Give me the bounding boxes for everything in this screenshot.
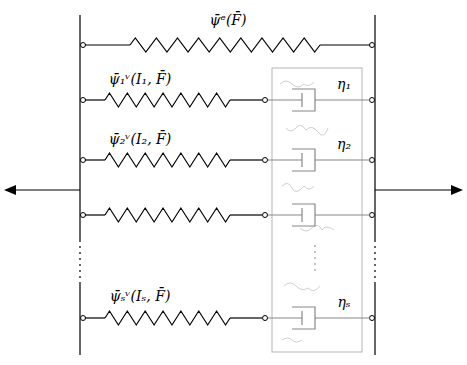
piston-rod bbox=[268, 214, 302, 215]
right-bar-dots bbox=[374, 240, 375, 282]
elastic-spring bbox=[130, 38, 320, 52]
spring-lead bbox=[230, 214, 262, 215]
viscosity-label: η₂ bbox=[337, 136, 351, 153]
viscous-spring bbox=[105, 93, 230, 107]
joint bbox=[263, 213, 268, 218]
viscosity-label: η₁ bbox=[337, 76, 351, 93]
piston-rod bbox=[268, 99, 302, 100]
spring-lead bbox=[320, 44, 370, 45]
viscous-spring bbox=[105, 208, 230, 222]
joint bbox=[263, 316, 268, 321]
dashpot-lead bbox=[315, 317, 370, 318]
joint bbox=[370, 98, 375, 103]
joint bbox=[370, 213, 375, 218]
spring-lead bbox=[85, 317, 105, 318]
piston-rod bbox=[268, 317, 302, 318]
viscous-spring bbox=[105, 153, 230, 167]
piston bbox=[301, 153, 302, 167]
dashpot-dots bbox=[314, 245, 315, 275]
piston bbox=[301, 208, 302, 222]
dashpot-lead bbox=[315, 99, 370, 100]
joint bbox=[81, 158, 86, 163]
energy-label: ψ̄₂ᵛ(I₂, F̄) bbox=[109, 131, 172, 148]
energy-label: ψ̄ᵉ(F̄) bbox=[209, 12, 246, 29]
dashpot-cylinder bbox=[292, 149, 315, 171]
dashpot-cylinder bbox=[292, 89, 315, 111]
spring-lead bbox=[85, 214, 105, 215]
joint bbox=[263, 98, 268, 103]
spring-lead bbox=[85, 44, 130, 45]
polymer-chains bbox=[280, 81, 334, 342]
joint bbox=[370, 316, 375, 321]
piston bbox=[301, 93, 302, 107]
joint bbox=[81, 43, 86, 48]
spring-lead bbox=[85, 99, 105, 100]
piston bbox=[301, 311, 302, 325]
dashpot-cylinder bbox=[292, 307, 315, 329]
joint bbox=[263, 158, 268, 163]
viscous-spring bbox=[105, 311, 230, 325]
joint bbox=[81, 316, 86, 321]
dashpot-lead bbox=[315, 159, 370, 160]
spring-lead bbox=[230, 99, 262, 100]
spring-lead bbox=[230, 159, 262, 160]
dashpot-lead bbox=[315, 214, 370, 215]
load-arrow bbox=[12, 189, 80, 190]
joint bbox=[370, 158, 375, 163]
arrowhead bbox=[4, 185, 16, 195]
viscous-region bbox=[272, 68, 362, 352]
spring-lead bbox=[85, 159, 105, 160]
joint bbox=[81, 213, 86, 218]
energy-label: ψ̄ₛᵛ(Iₛ, F̄) bbox=[110, 288, 171, 305]
dashpot-cylinder bbox=[292, 204, 315, 226]
piston-rod bbox=[268, 159, 302, 160]
load-arrow bbox=[375, 189, 455, 190]
left-bar bbox=[79, 15, 80, 240]
energy-label: ψ̄₁ᵛ(I₁, F̄) bbox=[109, 71, 172, 88]
left-bar-dots bbox=[79, 240, 80, 282]
joint bbox=[370, 43, 375, 48]
right-bar bbox=[374, 15, 375, 240]
arrowhead bbox=[451, 185, 463, 195]
joint bbox=[81, 98, 86, 103]
springs-and-dashpots bbox=[4, 15, 463, 355]
spring-lead bbox=[230, 317, 262, 318]
viscosity-label: ηₛ bbox=[337, 294, 350, 311]
